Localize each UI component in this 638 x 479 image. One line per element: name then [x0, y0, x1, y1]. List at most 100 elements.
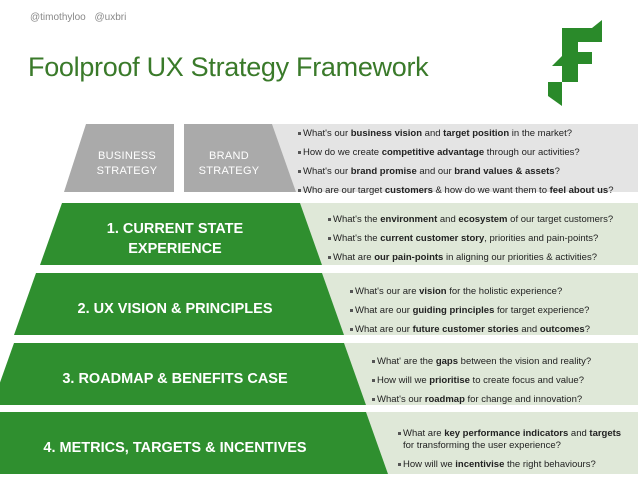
question-text: What are our — [355, 323, 413, 335]
layer-2-band — [322, 273, 638, 335]
business-strategy-tile — [64, 124, 174, 192]
layer-1-line2: EXPERIENCE — [128, 241, 222, 257]
question-item: What's our business vision and target po… — [298, 128, 634, 140]
question-text: & how do we want them to — [432, 184, 550, 196]
question-item: What are our future customer stories and… — [350, 324, 634, 336]
business-strategy-label: BUSINESS STRATEGY — [82, 138, 172, 190]
question-item: What are our pain-points in aligning our… — [328, 252, 634, 264]
layer-2-block — [14, 273, 344, 335]
question-emphasis: outcomes — [539, 323, 585, 335]
layer-2-label: 2. UX VISION & PRINCIPLES — [30, 282, 320, 338]
layer-4-label: 4. METRICS, TARGETS & INCENTIVES — [0, 421, 350, 477]
question-text: and our — [416, 165, 455, 177]
layer-1-block — [40, 203, 322, 265]
question-text: ? — [554, 165, 560, 177]
layer-1-label: 1. CURRENT STATE EXPERIENCE — [60, 212, 290, 268]
question-emphasis: gaps — [435, 356, 459, 367]
question-item: What' are the gaps between the vision an… — [372, 356, 634, 368]
question-text: through our activities? — [484, 146, 580, 158]
question-item: What's our roadmap for change and innova… — [372, 394, 634, 406]
question-emphasis: current customer story — [380, 232, 485, 244]
question-text: How do we create — [303, 146, 382, 158]
question-text: for target experience? — [494, 304, 590, 316]
question-emphasis: competitive advantage — [381, 146, 485, 158]
question-text: What's our — [377, 393, 425, 405]
foolproof-logo-icon — [548, 20, 602, 106]
question-text: and — [422, 128, 444, 139]
vision-questions: What's our are vision for the holistic e… — [350, 286, 634, 343]
layer-4-band — [366, 412, 638, 474]
layer-3-block — [0, 343, 366, 405]
question-text: What's our — [303, 128, 351, 139]
question-text: in the market? — [509, 128, 572, 139]
question-emphasis: key performance indicators — [444, 428, 569, 439]
question-emphasis: roadmap — [424, 393, 465, 405]
question-text: What are our — [355, 304, 413, 316]
layer-1-band — [300, 203, 638, 265]
question-emphasis: business vision — [350, 128, 423, 139]
question-text: and — [568, 428, 590, 439]
question-text: What's the — [333, 214, 381, 225]
question-text: What's the — [333, 232, 381, 244]
question-item: What are our guiding principles for targ… — [350, 305, 634, 317]
layer-3-label: 3. ROADMAP & BENEFITS CASE — [10, 352, 340, 408]
question-item: How will we incentivise the right behavi… — [398, 459, 634, 471]
question-item: What are key performance indicators and … — [398, 428, 634, 453]
author-handles: @timothyloo @uxbri — [30, 12, 132, 23]
strategy-band — [272, 124, 638, 192]
question-text: between the vision and reality? — [458, 356, 592, 367]
question-text: ? — [608, 184, 614, 196]
question-text: the right behaviours? — [504, 459, 596, 471]
question-text: What are — [403, 428, 445, 439]
business-strategy-line1: BUSINESS — [97, 150, 157, 163]
question-emphasis: brand values & assets — [454, 165, 555, 177]
question-emphasis: ecosystem — [458, 214, 508, 225]
question-emphasis: guiding principles — [412, 304, 495, 316]
brand-strategy-line1: BRAND — [208, 150, 249, 163]
question-text: for transforming the user experience? — [403, 440, 561, 452]
question-text: How will we — [403, 459, 456, 471]
question-item: What's our brand promise and our brand v… — [298, 166, 634, 178]
page-title: Foolproof UX Strategy Framework — [28, 52, 429, 82]
brand-strategy-line2: STRATEGY — [198, 165, 260, 177]
question-item: How do we create competitive advantage t… — [298, 147, 634, 159]
question-text: What are — [333, 251, 375, 263]
question-emphasis: our pain-points — [374, 251, 444, 263]
question-text: What's our — [303, 165, 351, 177]
question-emphasis: customers — [384, 184, 433, 196]
strategy-questions: What's our business vision and target po… — [298, 128, 634, 203]
question-emphasis: future customer stories — [412, 323, 519, 335]
question-item: What's the current customer story, prior… — [328, 233, 634, 245]
question-emphasis: vision — [419, 286, 447, 297]
question-item: What's our are vision for the holistic e… — [350, 286, 634, 298]
question-item: What's the environment and ecosystem of … — [328, 214, 634, 226]
question-emphasis: brand promise — [350, 165, 417, 177]
layer-1-line1: 1. CURRENT STATE — [106, 221, 244, 238]
question-text: to create focus and value? — [469, 374, 584, 386]
question-emphasis: prioritise — [429, 374, 470, 386]
layer-3-line1: 3. ROADMAP & BENEFITS CASE — [62, 371, 288, 388]
brand-strategy-tile — [184, 124, 296, 192]
layer-3-band — [344, 343, 638, 405]
question-text: and — [437, 214, 459, 225]
question-text: , priorities and pain-points? — [484, 232, 599, 244]
question-item: Who are our target customers & how do we… — [298, 185, 634, 197]
current-state-questions: What's the environment and ecosystem of … — [328, 214, 634, 271]
layer-4-line1: 4. METRICS, TARGETS & INCENTIVES — [43, 440, 307, 457]
question-text: Who are our target — [303, 184, 385, 196]
roadmap-questions: What' are the gaps between the vision an… — [372, 356, 634, 413]
question-text: in aligning our priorities & activities? — [443, 251, 597, 263]
question-text: for the holistic experience? — [446, 286, 563, 297]
question-text: What's our are — [355, 286, 420, 297]
question-emphasis: incentivise — [455, 459, 505, 471]
question-text: What' are the — [377, 356, 436, 367]
question-emphasis: targets — [589, 428, 622, 439]
layer-2-line1: 2. UX VISION & PRINCIPLES — [77, 301, 273, 318]
question-emphasis: feel about us — [549, 184, 609, 196]
question-text: and — [518, 323, 540, 335]
question-text: for change and innovation? — [464, 393, 583, 405]
question-emphasis: environment — [380, 214, 438, 225]
handle-1: @timothyloo — [30, 12, 86, 23]
question-item: How will we prioritise to create focus a… — [372, 375, 634, 387]
